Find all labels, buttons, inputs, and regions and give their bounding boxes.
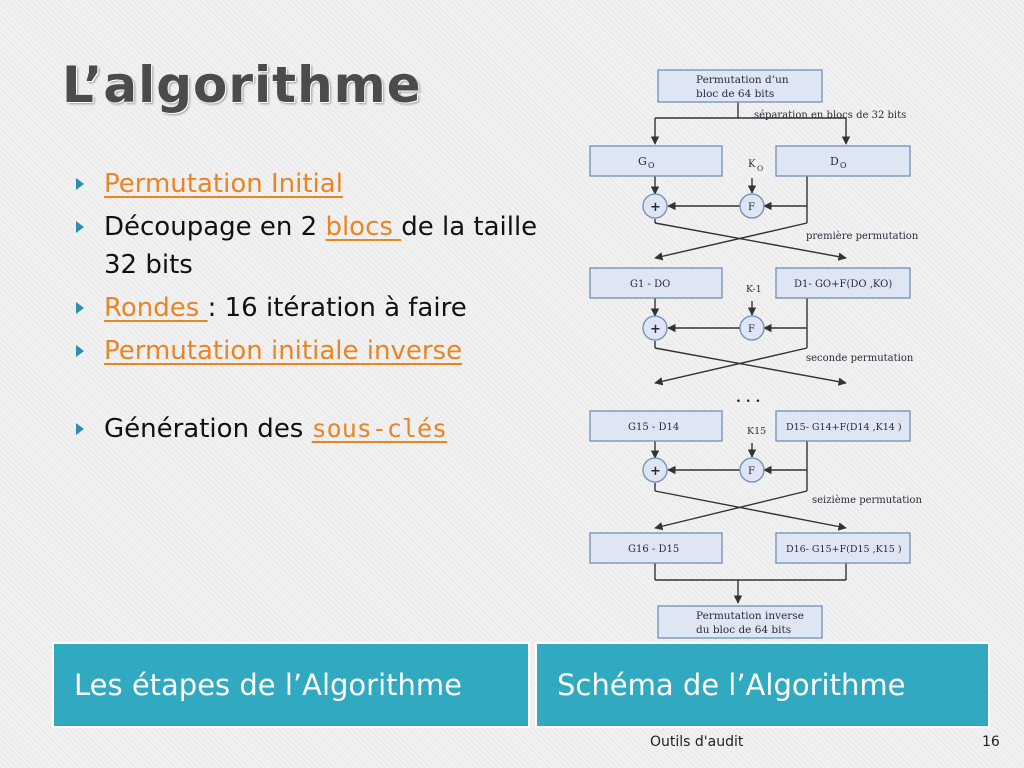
f-symbol: F: [748, 324, 755, 335]
g15-label: G15 - D14: [628, 422, 679, 433]
bullet-list: Permutation Initial Découpage en 2 blocs…: [72, 165, 542, 453]
bottom-permutation-box: [657, 605, 823, 639]
g0-box: [589, 145, 723, 177]
d15-label: D15- G14+F(D14 ,K14 ): [786, 422, 902, 433]
g16-label: G16 - D15: [628, 544, 679, 555]
xor-node: [642, 457, 668, 483]
d15-box: [775, 410, 911, 442]
link-blocs[interactable]: blocs: [325, 212, 402, 242]
f-symbol: F: [748, 202, 755, 213]
link-permutation-initial[interactable]: Permutation Initial: [104, 169, 343, 199]
g1-label: G1 - DO: [630, 279, 670, 290]
bullet-permutation-initial: Permutation Initial: [72, 165, 542, 203]
bullet-text: Génération des: [104, 414, 312, 444]
bullet-rondes: Rondes : 16 itération à faire: [72, 289, 542, 327]
xor-node: [642, 193, 668, 219]
g16-box: [589, 532, 723, 564]
d16-label: D16- G15+F(D15 ,K15 ): [786, 544, 902, 555]
link-rondes[interactable]: Rondes: [104, 293, 208, 323]
d16-box: [775, 532, 911, 564]
perm1-label: première permutation: [806, 231, 919, 242]
k1-label: K-1: [746, 284, 762, 295]
d1-label: D1- GO+F(DO ,KO): [794, 279, 892, 290]
k0-sub: O: [757, 164, 763, 173]
top-permutation-box: [657, 69, 823, 103]
f-function-node: [739, 193, 765, 219]
d0-box: [775, 145, 911, 177]
g1-box: [589, 267, 723, 299]
bullet-arrow-icon: [76, 178, 84, 190]
bullet-text: de la taille 32 bits: [104, 212, 538, 280]
split-label: séparation en blocs de 32 bits: [754, 110, 906, 121]
bullet-text: : 16 itération à faire: [207, 293, 467, 323]
d0-sub: O: [840, 161, 847, 170]
xor-symbol: +: [650, 200, 661, 215]
xor-node: [642, 315, 668, 341]
g0-sub: O: [648, 161, 655, 170]
bottom-box-line-2: du bloc de 64 bits: [696, 624, 791, 636]
des-diagram: Permutation d’un bloc de 64 bits séparat…: [589, 69, 922, 639]
perm16-label: seizième permutation: [812, 495, 922, 506]
top-box-line-1: Permutation d’un: [696, 74, 789, 86]
d0-label: D: [830, 155, 839, 168]
footer-title: Outils d'audit: [650, 734, 744, 750]
link-sous-cles[interactable]: sous-clés: [311, 414, 448, 443]
caption-schema: Schéma de l’Algorithme: [535, 642, 990, 728]
g15-box: [589, 410, 723, 442]
f-function-node: [739, 457, 765, 483]
bullet-decoupage: Découpage en 2 blocs de la taille 32 bit…: [72, 208, 542, 284]
page-number: 16: [982, 734, 1000, 750]
perm2-label: seconde permutation: [806, 353, 914, 364]
bottom-box-line-1: Permutation inverse: [696, 610, 804, 622]
bullet-arrow-icon: [76, 423, 84, 435]
bullet-permutation-inverse: Permutation initiale inverse: [72, 332, 542, 370]
f-symbol: F: [748, 466, 755, 477]
bullet-arrow-icon: [76, 345, 84, 357]
xor-symbol: +: [650, 322, 661, 337]
bullet-generation: Génération des sous-clés: [72, 410, 542, 448]
f-function-node: [739, 315, 765, 341]
d1-box: [775, 267, 911, 299]
bullet-text: Découpage en 2: [104, 212, 326, 242]
caption-etapes: Les étapes de l’Algorithme: [52, 642, 530, 728]
bullet-arrow-icon: [76, 221, 84, 233]
slide-title: L’algorithme: [62, 56, 422, 114]
link-permutation-initiale-inverse[interactable]: Permutation initiale inverse: [104, 336, 463, 366]
g0-label: G: [638, 155, 647, 168]
k0-label: K: [748, 159, 756, 170]
ellipsis: . . .: [736, 390, 760, 406]
bullet-arrow-icon: [76, 302, 84, 314]
k15-label: K15: [747, 426, 766, 437]
top-box-line-2: bloc de 64 bits: [696, 88, 774, 100]
xor-symbol: +: [650, 464, 661, 479]
